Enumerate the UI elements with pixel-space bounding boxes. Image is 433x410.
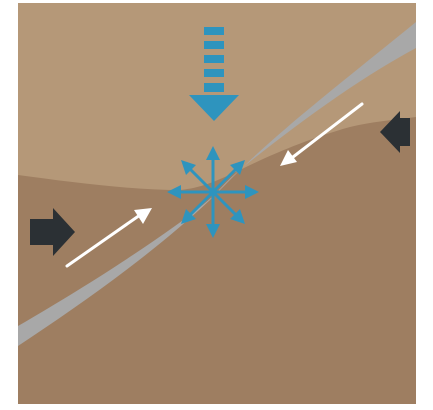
rock-layers	[18, 3, 416, 404]
